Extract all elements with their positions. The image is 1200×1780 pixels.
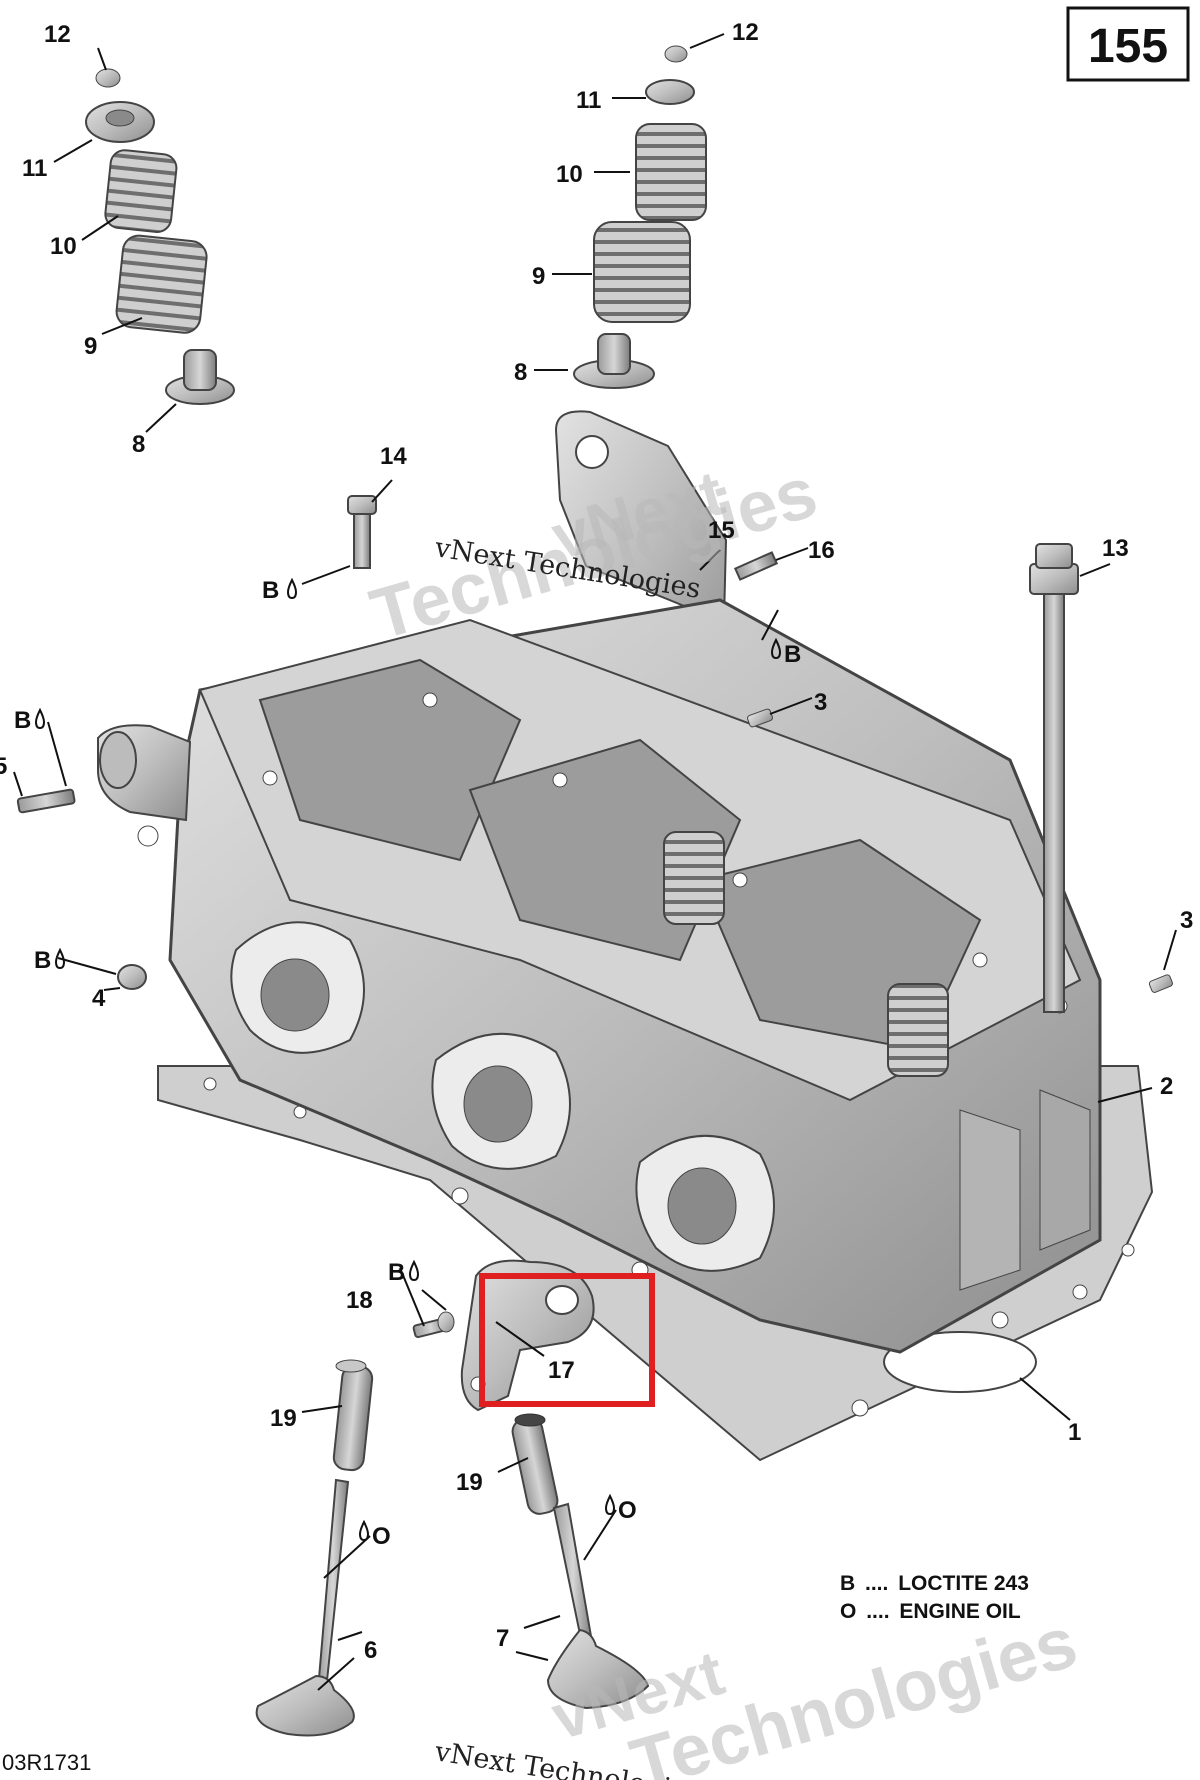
svg-text:B: B [784, 641, 801, 668]
callout-19-right: 19 [456, 1469, 483, 1496]
callout-10-upper: 10 [556, 161, 583, 188]
callout-10-left: 10 [50, 233, 77, 260]
callout-13: 13 [1102, 535, 1129, 562]
legend-line-loctite: B .... LOCTITE 243 [840, 1572, 1029, 1595]
callout-3-upper: 3 [814, 689, 827, 716]
callout-8-left: 8 [132, 431, 145, 458]
outer-spring-upper [593, 221, 691, 323]
plug-5 [16, 788, 76, 814]
valve-seal-left [165, 349, 235, 405]
page-number: 155 [1088, 20, 1168, 73]
page-number-box: 155 [1066, 6, 1190, 82]
drawing-code: 03R1731 [2, 1750, 91, 1775]
callout-11-upper: 11 [576, 87, 601, 114]
callout-3-right: 3 [1180, 907, 1193, 934]
svg-text:O: O [372, 1523, 391, 1550]
valve-guide-right [511, 1413, 559, 1515]
callout-18: 18 [346, 1287, 373, 1314]
callout-12-upper: 12 [732, 19, 759, 46]
callout-17: 17 [548, 1357, 575, 1384]
valve-keeper-upper [664, 45, 688, 63]
highlight-box-item-17 [479, 1273, 655, 1407]
callout-19-left: 19 [270, 1405, 297, 1432]
inner-spring-left [104, 149, 178, 233]
callout-8-upper: 8 [514, 359, 527, 386]
exhaust-valve [255, 1478, 355, 1737]
legend: B .... LOCTITE 243 O .... ENGINE OIL [840, 1572, 1029, 1623]
valve-seal-upper [573, 333, 655, 389]
callout-6: 6 [364, 1637, 377, 1664]
callout-2: 2 [1160, 1073, 1173, 1100]
valve-guide-left [332, 1359, 374, 1472]
callout-11-left: 11 [22, 155, 47, 182]
head-bolt [1029, 543, 1079, 1013]
bolt-14 [347, 495, 377, 569]
legend-line-engine-oil: O .... ENGINE OIL [840, 1600, 1021, 1623]
callout-1: 1 [1068, 1419, 1081, 1446]
intake-valve [546, 1502, 650, 1710]
marker-oil-7: O [604, 1493, 637, 1524]
marker-oil-6: O [358, 1519, 391, 1550]
plug-4 [117, 964, 147, 990]
svg-text:B: B [388, 1259, 405, 1286]
leader-lines [13, 33, 1177, 1691]
callout-7: 7 [496, 1625, 509, 1652]
svg-text:B: B [34, 947, 51, 974]
callout-5: 5 [0, 753, 7, 780]
upper-valve-stack [573, 45, 707, 389]
callout-14: 14 [380, 443, 407, 470]
left-valve-stack [85, 68, 235, 405]
callout-15: 15 [708, 517, 735, 544]
svg-text:B: B [262, 577, 279, 604]
inner-spring-upper [635, 123, 707, 221]
callout-12-left: 12 [44, 21, 71, 48]
valve-keeper-left [95, 68, 121, 88]
svg-text:O: O [618, 1497, 637, 1524]
svg-text:B: B [14, 707, 31, 734]
lifting-bracket-lower [460, 1259, 595, 1412]
outer-spring-left [115, 234, 208, 334]
cylinder-head [97, 598, 1154, 1462]
marker-loctite-16: B [770, 637, 801, 668]
callout-9-upper: 9 [532, 263, 545, 290]
marker-loctite-14: B [262, 577, 298, 604]
bolt-18 [412, 1311, 455, 1339]
bolt-16 [733, 551, 779, 581]
dowel-pin-3-right [1148, 974, 1173, 993]
valve-retainer-upper [645, 79, 695, 105]
compound-markers: B B B B B O O [14, 577, 801, 1550]
callout-labels: 12 11 10 9 8 12 11 10 9 8 14 15 16 13 3 … [0, 19, 1193, 1664]
callout-4: 4 [92, 985, 106, 1012]
marker-loctite-4: B [34, 947, 66, 974]
watermark-bottom: vNext Technologies [544, 1602, 1085, 1780]
marker-loctite-18: B [388, 1259, 420, 1286]
marker-loctite-5: B [14, 707, 46, 734]
callout-9-left: 9 [84, 333, 97, 360]
callout-16: 16 [808, 537, 835, 564]
